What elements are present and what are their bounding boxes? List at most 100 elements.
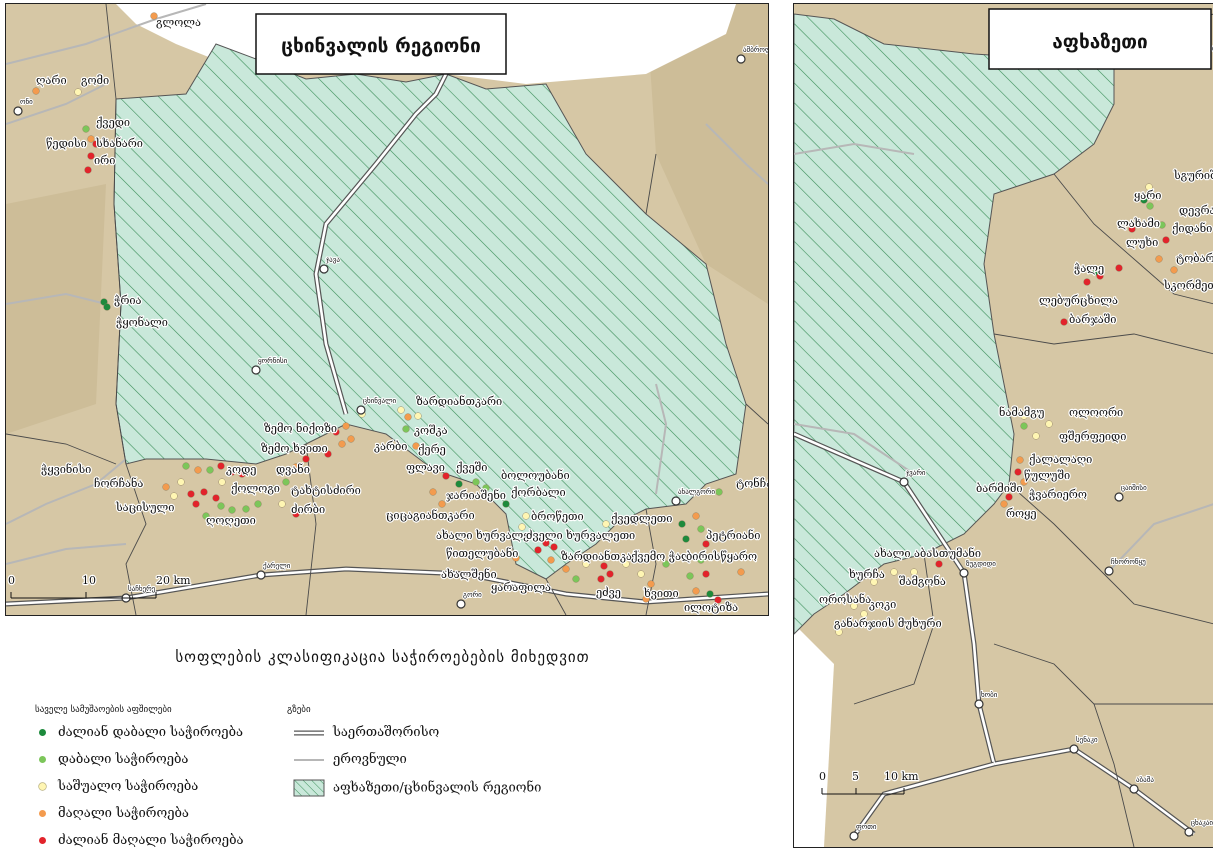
village-point [217,502,225,510]
village-point [1060,318,1068,326]
village-label: ჯარიაშენი [446,489,506,502]
village-point [647,580,655,588]
international-road-swatch [294,730,324,735]
village-point [212,494,220,502]
city-label: გორი [463,590,482,599]
village-label: ქვედი [96,116,130,129]
village-point [522,586,530,594]
village-label: საცისული [115,501,174,514]
city-marker: ჯავა [319,255,341,274]
village-point [602,520,610,528]
village-point [686,572,694,580]
village-point [242,505,250,513]
village-point [292,510,300,518]
village-point [217,462,225,470]
village-point [1005,493,1013,501]
village-label: ბროწეთი [531,510,584,523]
village-label: ფშერფეიდი [1059,430,1126,443]
scale-twenty-left: 20 km [156,574,191,587]
village-label: ქოლოგი [231,482,280,495]
village-point [192,500,200,508]
village-point [526,532,534,540]
needs-legend-heading: საველე სამუშაოების აფშილები [35,705,172,715]
village-point [292,463,300,471]
sea-area [794,624,834,847]
village-label: ციცაგიანთკარი [386,509,475,522]
city-marker: ცაიშისი [1114,483,1148,502]
village-label: ჭვარიერო [1029,488,1087,501]
village-point [150,12,158,20]
village-point [254,500,262,508]
legend-item-high: მაღალი საჭიროება [39,806,189,821]
village-label: ჭრია [114,294,142,307]
legend-dot-low [39,756,46,763]
city-marker: გორი [456,589,483,609]
village-label: ქალალაღი [1029,453,1092,466]
city-marker: ჩხოროწყუ [1104,556,1147,576]
village-point [177,478,185,486]
village-label: ყარაფილა [491,581,551,594]
village-point [32,87,40,95]
village-point [1146,202,1154,210]
village-point [246,486,254,494]
village-point [342,422,350,430]
village-point [606,570,614,578]
village-point [92,140,100,148]
village-label: ზარდიანთკარი [561,550,647,563]
village-point [419,447,427,455]
village-label: ზემო ხვითი [261,442,328,455]
abkhazia-map-svg: ჯვარიზუგდიდიცაიშისიხობისენაკიფოთიაბაშაჩხ… [794,4,1213,847]
village-point [1140,196,1148,204]
city-marker: ქარელი [256,560,292,580]
village-point [472,478,480,486]
village-point [427,512,435,520]
village-point [84,166,92,174]
city-label: ცხაკაია [1191,819,1213,827]
village-label: ქვემო ჭალა [631,550,699,563]
village-label: ქვედლეთი [611,512,672,525]
village-label: ქვეში [456,461,487,474]
roads-legend-heading: გზები [287,705,311,715]
city-label: ჩხოროწყუ [1111,557,1146,566]
legend-title: სოფლების კლასიფიკაცია საჭიროებების მიხედ… [175,648,590,666]
cities-left: ცხინვალიყორნისიჯავაახალგორიქარელისაჩხერე… [13,44,768,609]
village-point [1000,500,1008,508]
village-label: პეტრიანი [706,529,760,542]
village-point [582,560,590,568]
village-point [87,152,95,160]
city-marker: ცხაკაია [1184,818,1213,837]
village-point [404,413,412,421]
village-point [534,546,542,554]
village-point [402,425,410,433]
village-point [512,554,520,562]
village-label: წითელუბანი [446,547,518,560]
village-point [482,530,490,538]
village-point [562,565,570,573]
village-label: ღარი [36,74,67,87]
village-point [850,602,858,610]
village-point [278,500,286,508]
village-label: ილოტიზა [684,601,738,614]
village-point [870,578,878,586]
village-point [270,485,278,493]
village-point [74,88,82,96]
village-points-left [32,12,745,604]
village-label: ძირბი [291,503,325,516]
village-point [1020,422,1028,430]
village-point [438,500,446,508]
village-point [302,455,310,463]
village-label: გომი [81,74,109,87]
village-label: ტახტისძირი [291,484,361,497]
village-label: ჭყონალი [116,316,168,329]
village-point [1032,432,1040,440]
village-label: კოშკა [414,424,448,437]
village-label: ხვითი [643,587,679,600]
village-label: ნამამგუ [999,406,1044,419]
village-labels-right: სგურიშიყარიდევრალახამიქიდანილუხიტობარიჭა… [818,168,1213,631]
village-point [597,575,605,583]
international-roads [6,72,768,607]
village-label: ქორბალი [511,486,566,499]
village-point [103,303,111,311]
